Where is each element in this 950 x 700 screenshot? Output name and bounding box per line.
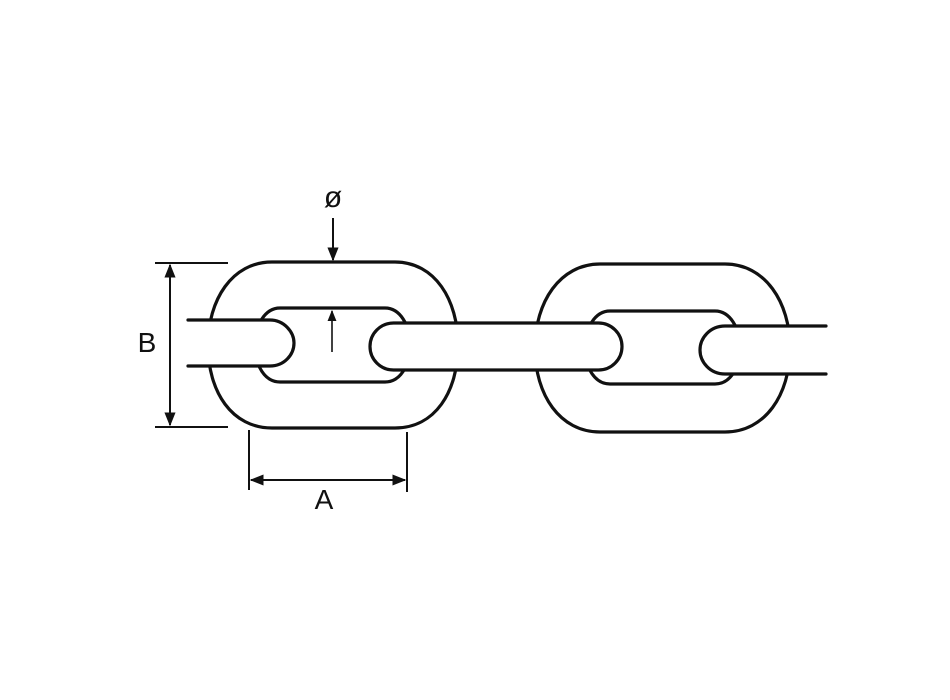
dimension-b [155,262,228,428]
chain-link-left-edge [186,318,296,368]
chain-link-middle-edge [368,321,624,372]
label-diameter: ø [323,181,343,214]
chain-link-2 [533,262,792,434]
label-a: A [314,484,334,515]
label-b: B [137,327,157,358]
dimension-diameter [327,218,339,352]
dimension-a [248,430,408,492]
chain-link-right-edge [698,324,828,376]
